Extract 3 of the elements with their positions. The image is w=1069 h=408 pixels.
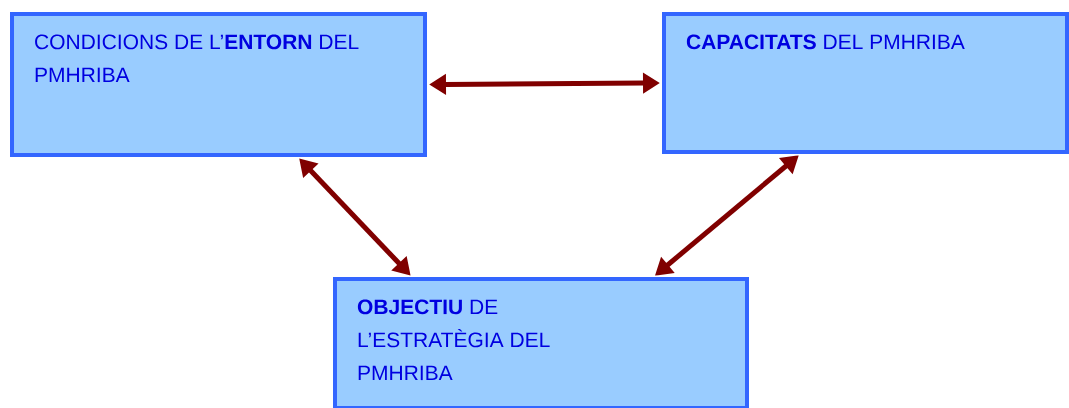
- text-box: CAPACITATS DEL PMHRIBA: [662, 12, 1069, 154]
- text-box: OBJECTIU DE L’ESTRATÈGIA DEL PMHRIBA: [333, 277, 749, 408]
- text-box: CONDICIONS DE L’ENTORN DEL PMHRIBA: [10, 12, 427, 157]
